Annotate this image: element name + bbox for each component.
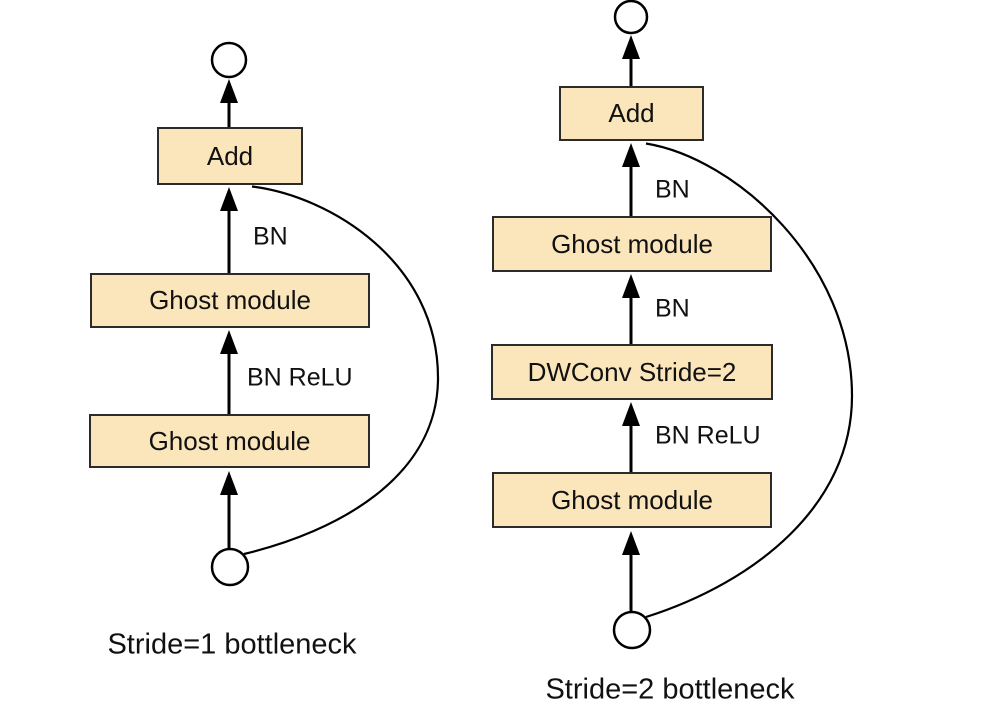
left-ghost-module-upper-box: Ghost module (90, 273, 370, 328)
left-ghost-module-lower-box: Ghost module (89, 414, 370, 468)
right-dwconv-stride2-box: DWConv Stride=2 (491, 344, 773, 400)
left-bn-relu-label: BN ReLU (247, 363, 353, 392)
left-input-node-circle (210, 547, 250, 587)
right-bn-upper-label: BN (655, 175, 690, 204)
right-ghost-module-upper-box: Ghost module (492, 216, 772, 272)
left-arrow-input-to-ghost2 (220, 471, 238, 549)
right-arrow-dwconv-to-ghost1 (622, 274, 640, 344)
right-ghost-module-lower-box: Ghost module (492, 472, 772, 528)
right-arrow-add-to-output (622, 35, 640, 86)
right-arrow-ghost1-to-add (622, 143, 640, 216)
left-skip-connection-curve (243, 185, 440, 556)
right-add-box: Add (559, 86, 704, 141)
right-bn-lower-label: BN (655, 294, 690, 323)
left-arrow-add-to-output (220, 79, 238, 130)
right-input-node-circle (612, 610, 652, 650)
right-diagram-caption: Stride=2 bottleneck (545, 673, 795, 706)
left-add-box: Add (157, 127, 303, 185)
left-bn-label: BN (253, 222, 288, 251)
left-output-node-circle (210, 41, 248, 79)
left-arrow-ghost1-to-add (220, 187, 238, 273)
left-diagram-caption: Stride=1 bottleneck (107, 628, 357, 661)
right-skip-connection-curve (645, 142, 854, 619)
left-arrow-ghost2-to-ghost1 (220, 330, 238, 414)
right-arrow-ghost2-to-dwconv (622, 402, 640, 472)
right-arrow-input-to-ghost2 (622, 531, 640, 612)
right-bn-relu-label: BN ReLU (655, 421, 761, 450)
right-output-node-circle (613, 0, 649, 35)
